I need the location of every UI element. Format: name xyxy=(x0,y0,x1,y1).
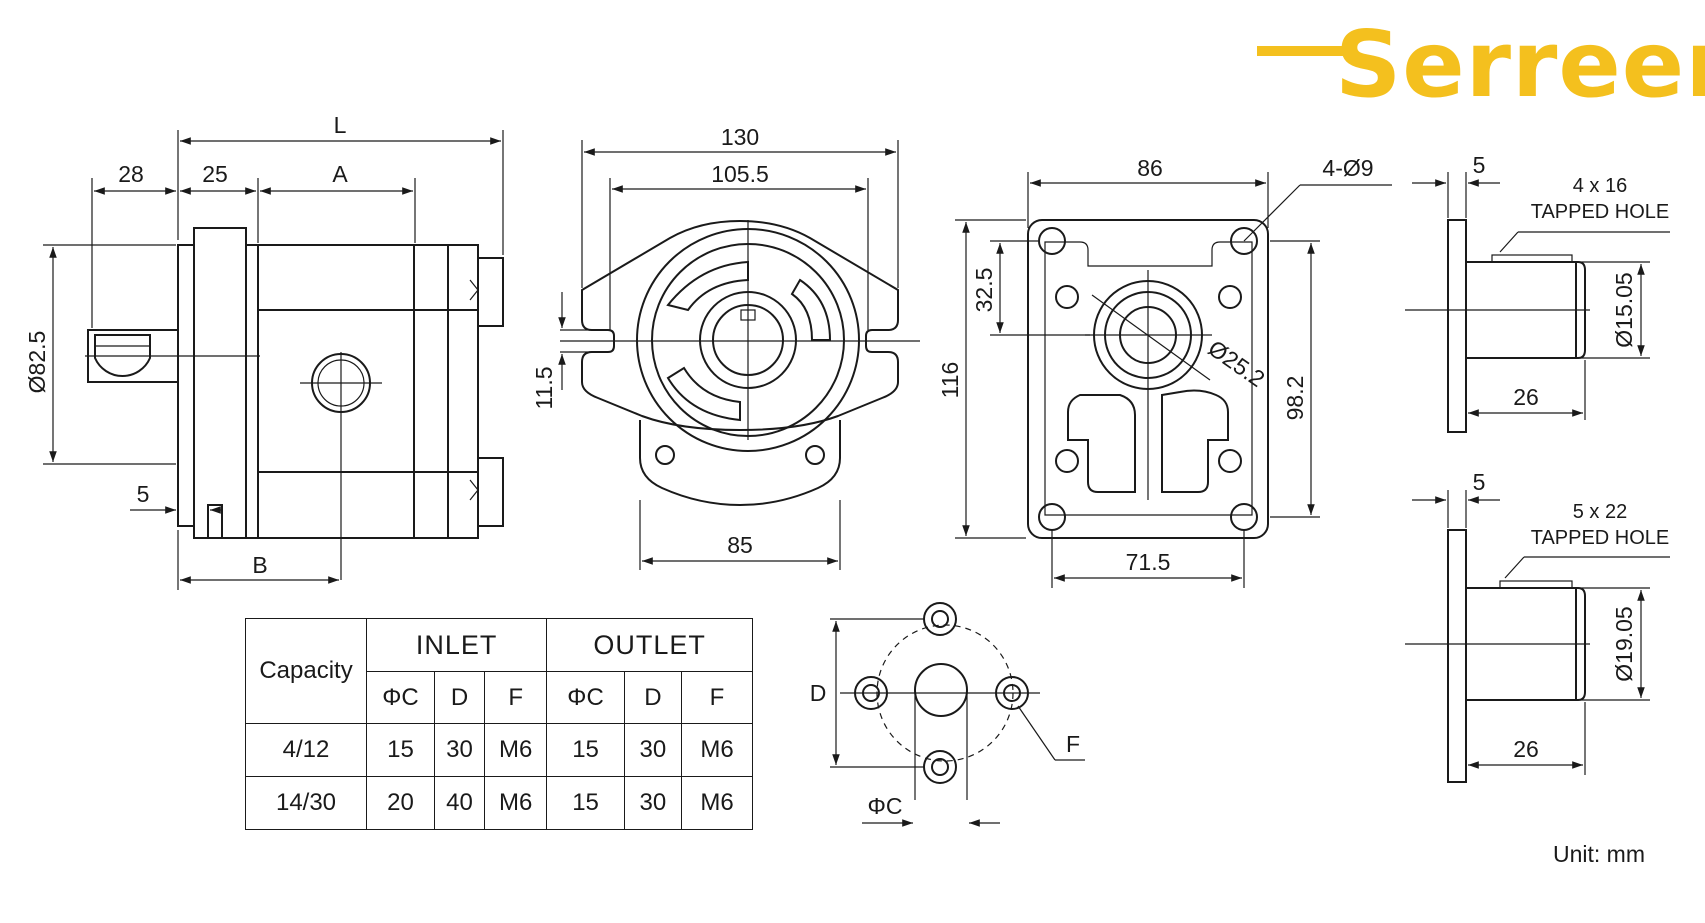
dim-32: 32.5 xyxy=(971,268,997,313)
dim-L: L xyxy=(334,112,347,138)
dim-98: 98.2 xyxy=(1282,376,1308,421)
logo-stripe xyxy=(1257,46,1347,56)
port-small-dim-5: 5 xyxy=(1473,152,1486,178)
dim-25: 25 xyxy=(202,161,228,187)
outlet-header: OUTLET xyxy=(546,618,753,672)
port-small-view: 5 4 x 16 TAPPED HOLE Ø15.05 26 xyxy=(1405,152,1670,433)
dim-dia-82: Ø82.5 xyxy=(24,331,50,394)
sub-header-inlet-c: ΦC xyxy=(366,671,435,724)
port-small-dim-dia: Ø15.05 xyxy=(1611,272,1637,347)
flange-dim-C: ΦC xyxy=(868,793,903,819)
rear-view: 86 4-Ø9 32.5 116 Ø25.2 98.2 71.5 xyxy=(937,155,1392,588)
table-cell: 30 xyxy=(433,723,486,777)
table-cell: 30 xyxy=(623,776,683,830)
port-large-dim-26: 26 xyxy=(1513,736,1539,762)
sub-header-inlet-d: D xyxy=(433,671,486,724)
port-small-hole-label: TAPPED HOLE xyxy=(1531,201,1670,223)
front-view: 130 105.5 11.5 85 xyxy=(531,124,920,570)
dim-4-holes: 4-Ø9 xyxy=(1322,155,1373,181)
table-cell: 15 xyxy=(546,723,625,777)
brand-logo: Serreen xyxy=(1257,11,1705,118)
flange-view: D F ΦC xyxy=(810,602,1085,827)
dim-5-side: 5 xyxy=(137,481,150,507)
table-row: 14/30 20 40 M6 15 30 M6 xyxy=(245,776,753,830)
port-large-view: 5 5 x 22 TAPPED HOLE Ø19.05 26 xyxy=(1405,469,1670,783)
dim-71: 71.5 xyxy=(1126,549,1171,575)
port-small-hole-size: 4 x 16 xyxy=(1573,175,1627,197)
dim-11: 11.5 xyxy=(531,366,557,409)
table-cell: 15 xyxy=(366,723,435,777)
row-capacity: 4/12 xyxy=(245,723,367,777)
table-row: 4/12 15 30 M6 15 30 M6 xyxy=(245,723,753,777)
port-small-dim-26: 26 xyxy=(1513,384,1539,410)
table-cell: 40 xyxy=(433,776,486,830)
sub-header-outlet-f: F xyxy=(681,671,753,724)
table-cell: 30 xyxy=(623,723,683,777)
dim-dia-25: Ø25.2 xyxy=(1203,335,1269,392)
dim-105: 105.5 xyxy=(711,161,769,187)
spec-table: Capacity INLET OUTLET ΦC D F ΦC D F 4/12… xyxy=(245,618,753,830)
port-large-hole-label: TAPPED HOLE xyxy=(1531,527,1670,549)
dim-A: A xyxy=(332,161,348,187)
table-cell: M6 xyxy=(681,776,753,830)
port-large-dim-dia: Ø19.05 xyxy=(1611,606,1637,681)
table-cell: 15 xyxy=(546,776,625,830)
dim-B: B xyxy=(252,552,267,578)
sub-header-inlet-f: F xyxy=(484,671,548,724)
capacity-header: Capacity xyxy=(245,618,367,724)
dim-86: 86 xyxy=(1137,155,1163,181)
flange-dim-F: F xyxy=(1066,731,1080,757)
inlet-header: INLET xyxy=(365,618,548,672)
side-view: L 28 25 A Ø82.5 5 B xyxy=(24,112,504,590)
sub-header-outlet-d: D xyxy=(623,671,683,724)
table-cell: M6 xyxy=(484,723,548,777)
logo-text: Serreen xyxy=(1335,11,1705,118)
table-cell: M6 xyxy=(484,776,548,830)
unit-note: Unit: mm xyxy=(1553,841,1645,867)
dim-130: 130 xyxy=(721,124,759,150)
table-cell: M6 xyxy=(681,723,753,777)
port-large-hole-size: 5 x 22 xyxy=(1573,501,1627,523)
dim-116: 116 xyxy=(937,362,963,399)
sub-header-outlet-c: ΦC xyxy=(546,671,625,724)
row-capacity: 14/30 xyxy=(245,776,367,830)
flange-dim-D: D xyxy=(810,680,827,706)
port-large-dim-5: 5 xyxy=(1473,469,1486,495)
dim-28: 28 xyxy=(118,161,144,187)
dim-85: 85 xyxy=(727,532,753,558)
table-cell: 20 xyxy=(366,776,435,830)
